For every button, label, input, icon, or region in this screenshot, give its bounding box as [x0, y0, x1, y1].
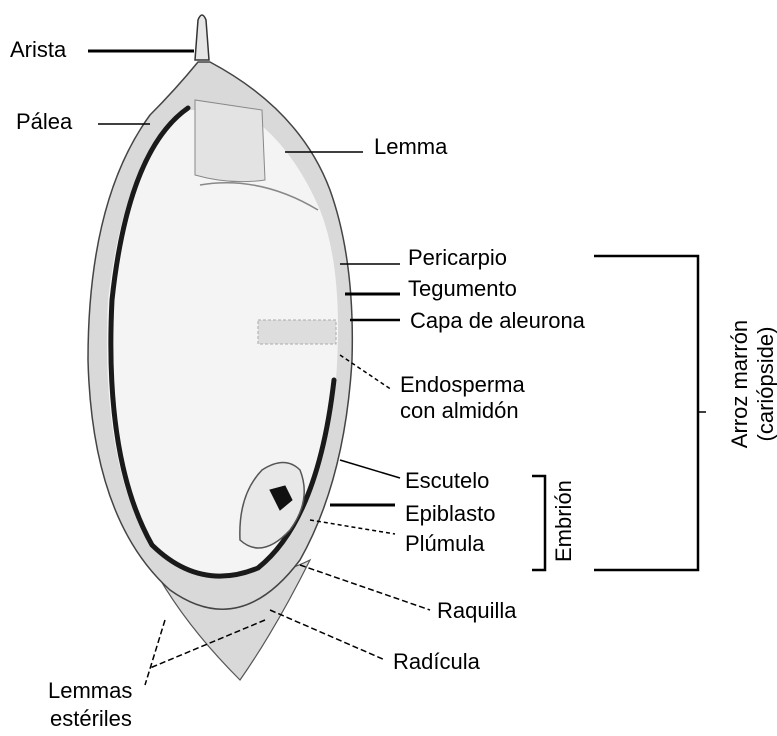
label-raquilla: Raquilla [437, 600, 517, 622]
arista-shape [195, 15, 209, 60]
label-arroz-2: (cariópside) [755, 319, 777, 449]
label-pericarpio: Pericarpio [408, 247, 507, 269]
label-tegumento: Tegumento [408, 278, 517, 300]
label-endosperma-1: Endosperma [400, 374, 525, 396]
label-epiblasto: Epiblasto [405, 503, 496, 525]
label-lemma: Lemma [374, 136, 447, 158]
label-embrion: Embrión [553, 482, 575, 562]
label-endosperma-2: con almidón [400, 400, 519, 422]
label-arista: Arista [10, 39, 66, 61]
label-capa-aleurona: Capa de aleurona [410, 310, 585, 332]
aleurone-patch [258, 320, 336, 344]
lemma-top-detail [195, 100, 265, 182]
brown-rice-bracket [594, 256, 698, 570]
embryo-bracket [532, 476, 545, 570]
label-escutelo: Escutelo [405, 470, 489, 492]
label-arroz-1: Arroz marrón [729, 319, 751, 449]
label-lemmas-2: estériles [50, 708, 132, 730]
label-palea: Pálea [16, 111, 72, 133]
label-lemmas-1: Lemmas [48, 680, 132, 702]
label-radicula: Radícula [393, 651, 480, 673]
label-plumula: Plúmula [405, 533, 484, 555]
